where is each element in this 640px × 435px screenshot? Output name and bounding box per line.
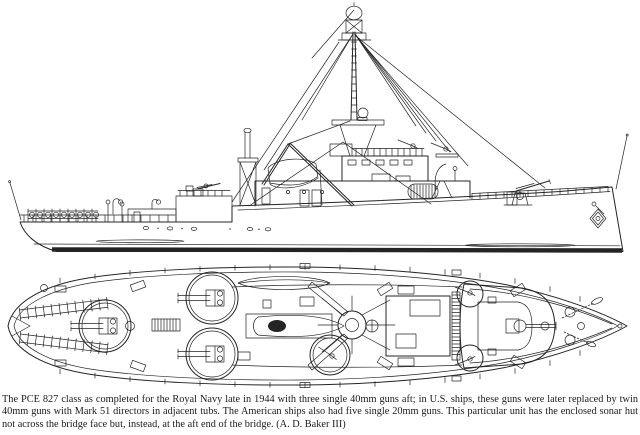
profile-deck-fittings <box>112 198 177 223</box>
searchlight <box>357 107 369 119</box>
centerline-boat <box>253 314 345 338</box>
profile-railings <box>19 186 609 223</box>
radar-dome <box>345 5 363 21</box>
profile-aft-gun <box>175 183 233 223</box>
figure-caption: The PCE 827 class as completed for the R… <box>2 394 638 430</box>
sonar-hut <box>329 143 353 157</box>
whaleboat-plan <box>237 276 331 290</box>
plan-hull <box>7 263 628 388</box>
ship-figure <box>7 2 629 388</box>
profile-view <box>8 2 629 253</box>
plan-bridge <box>454 280 556 372</box>
hatch-black <box>268 320 286 332</box>
hull-insignia <box>589 208 607 229</box>
ship-line-drawing <box>7 2 629 388</box>
plan-midship <box>237 276 396 376</box>
profile-exhaust-post <box>237 127 259 206</box>
profile-depth-charge-rack <box>27 199 125 223</box>
profile-bridge <box>329 139 459 182</box>
plan-ticks <box>59 264 581 388</box>
plan-forecastle <box>469 288 613 364</box>
profile-hull <box>8 133 629 253</box>
plan-aft-gun-tubs <box>54 271 239 381</box>
profile-rigging <box>231 9 546 203</box>
engine-casing <box>245 313 333 339</box>
plan-aft-deckhouse <box>385 285 461 367</box>
profile-mast <box>331 2 385 157</box>
plan-view <box>7 263 628 388</box>
